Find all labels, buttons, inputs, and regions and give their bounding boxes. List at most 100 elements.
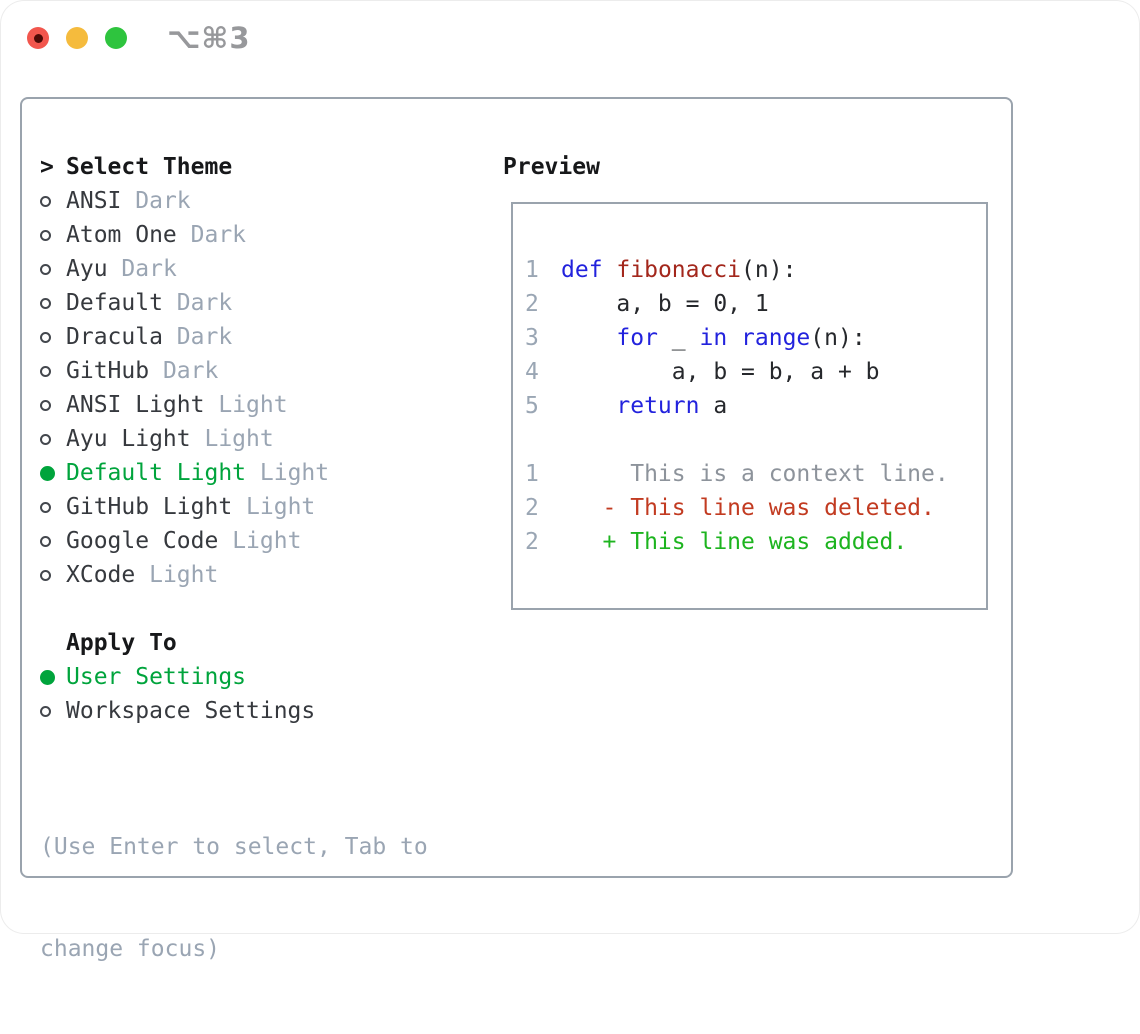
theme-option[interactable]: GitHub Dark <box>40 354 428 388</box>
theme-option[interactable]: Ayu Dark <box>40 252 428 286</box>
radio-icon <box>40 365 66 377</box>
theme-option[interactable]: GitHub Light Light <box>40 490 428 524</box>
apply-to-header-row: Apply To <box>40 626 428 660</box>
code-text: def fibonacci(n): <box>561 257 797 283</box>
radio-icon <box>40 263 66 275</box>
app-window: ⌥⌘3 > Select Theme ANSI Dark Atom One Da… <box>20 21 1013 962</box>
code-line: 1 This is a context line. <box>525 457 986 491</box>
line-number: 1 <box>525 257 539 283</box>
theme-variant-label: Light <box>204 426 274 452</box>
theme-variant-label: Dark <box>162 358 219 384</box>
theme-variant-label: Dark <box>135 188 191 214</box>
apply-to-option[interactable]: User Settings <box>40 660 428 694</box>
code-line: 1 def fibonacci(n): <box>525 253 986 287</box>
record-dot-icon <box>33 33 43 43</box>
theme-variant-label: Light <box>259 460 330 486</box>
line-number: 4 <box>525 359 539 385</box>
code-line: 4 a, b = b, a + b <box>525 355 986 389</box>
theme-variant-label: Light <box>218 392 288 418</box>
theme-dialog: > Select Theme ANSI Dark Atom One Dark A… <box>20 97 1013 962</box>
hint-line: change focus) <box>40 936 221 962</box>
theme-option[interactable]: XCode Light <box>40 558 428 592</box>
code-line: 3 for _ in range(n): <box>525 321 986 355</box>
line-number: 2 <box>525 529 539 555</box>
radio-icon <box>40 229 66 241</box>
theme-name: Google Code <box>66 528 219 554</box>
theme-name: Default Light <box>66 460 247 486</box>
radio-icon <box>40 705 66 717</box>
code-text: return a <box>616 393 728 419</box>
theme-variant-label: Light <box>149 562 219 588</box>
theme-name: ANSI <box>66 188 122 214</box>
zoom-button[interactable] <box>105 27 127 49</box>
code-text: for _ in range(n): <box>616 325 866 351</box>
apply-to-label: User Settings <box>66 664 247 690</box>
theme-option[interactable]: Google Code Light <box>40 524 428 558</box>
radio-selected-icon <box>40 465 66 481</box>
theme-option[interactable]: Default Dark <box>40 286 428 320</box>
theme-option[interactable]: ANSI Dark <box>40 184 428 218</box>
hint-line: (Use Enter to select, Tab to <box>40 834 428 860</box>
theme-name: Dracula <box>66 324 163 350</box>
theme-variant-label: Dark <box>121 256 177 282</box>
theme-name: Atom One <box>66 222 177 248</box>
preview-panel: 1 def fibonacci(n): 2 a, b = 0, 1 3 for … <box>511 202 988 610</box>
code-text: This is a context line. <box>561 461 949 487</box>
line-number: 3 <box>525 325 539 351</box>
apply-to-option[interactable]: Workspace Settings <box>40 694 428 728</box>
theme-option[interactable]: Dracula Dark <box>40 320 428 354</box>
radio-icon <box>40 569 66 581</box>
theme-variant-label: Dark <box>176 290 233 316</box>
line-number: 2 <box>525 495 539 521</box>
code-text: - This line was deleted. <box>561 495 935 521</box>
line-number: 1 <box>525 461 539 487</box>
apply-to-header: Apply To <box>66 630 177 656</box>
code-line: 2 a, b = 0, 1 <box>525 287 986 321</box>
keyboard-hint: (Use Enter to select, Tab to change focu… <box>40 762 428 1034</box>
close-button[interactable] <box>27 27 49 49</box>
theme-name: GitHub <box>66 358 150 384</box>
theme-name: XCode <box>66 562 136 588</box>
theme-option[interactable]: Ayu Light Light <box>40 422 428 456</box>
select-theme-header: Select Theme <box>66 154 233 180</box>
apply-to-section: Apply To User Settings Workspace Setting… <box>40 626 428 728</box>
theme-variant-label: Light <box>232 528 302 554</box>
radio-icon <box>40 195 66 207</box>
prompt-icon: > <box>40 154 54 180</box>
code-line: 5 return a <box>525 389 986 423</box>
select-theme-header-row: > Select Theme <box>40 150 428 184</box>
theme-list-column: > Select Theme ANSI Dark Atom One Dark A… <box>40 150 428 1034</box>
line-number: 2 <box>525 291 539 317</box>
theme-option[interactable]: ANSI Light Light <box>40 388 428 422</box>
radio-icon <box>40 399 66 411</box>
radio-icon <box>40 433 66 445</box>
line-number: 5 <box>525 393 539 419</box>
theme-list: ANSI Dark Atom One Dark Ayu Dark Default… <box>40 184 428 592</box>
apply-to-list: User Settings Workspace Settings <box>40 660 428 728</box>
code-text: + This line was added. <box>561 529 908 555</box>
code-line: 2 + This line was added. <box>525 525 986 559</box>
radio-icon <box>40 297 66 309</box>
code-line <box>525 423 986 457</box>
preview-header: Preview <box>503 154 600 180</box>
keyboard-shortcut-label: ⌥⌘3 <box>167 21 251 55</box>
theme-name: Default <box>66 290 163 316</box>
theme-variant-label: Dark <box>176 324 233 350</box>
theme-variant-label: Dark <box>190 222 247 248</box>
code-line: 2 - This line was deleted. <box>525 491 986 525</box>
theme-name: ANSI Light <box>66 392 205 418</box>
minimize-button[interactable] <box>66 27 88 49</box>
theme-name: GitHub Light <box>66 494 233 520</box>
theme-option[interactable]: Default Light Light <box>40 456 428 490</box>
theme-variant-label: Light <box>246 494 316 520</box>
theme-name: Ayu <box>66 256 108 282</box>
theme-option[interactable]: Atom One Dark <box>40 218 428 252</box>
radio-icon <box>40 535 66 547</box>
radio-icon <box>40 331 66 343</box>
radio-selected-icon <box>40 669 66 685</box>
apply-to-label: Workspace Settings <box>66 698 316 724</box>
code-text: a, b = 0, 1 <box>561 291 769 317</box>
theme-name: Ayu Light <box>66 426 191 452</box>
code-text: a, b = b, a + b <box>561 359 880 385</box>
radio-icon <box>40 501 66 513</box>
